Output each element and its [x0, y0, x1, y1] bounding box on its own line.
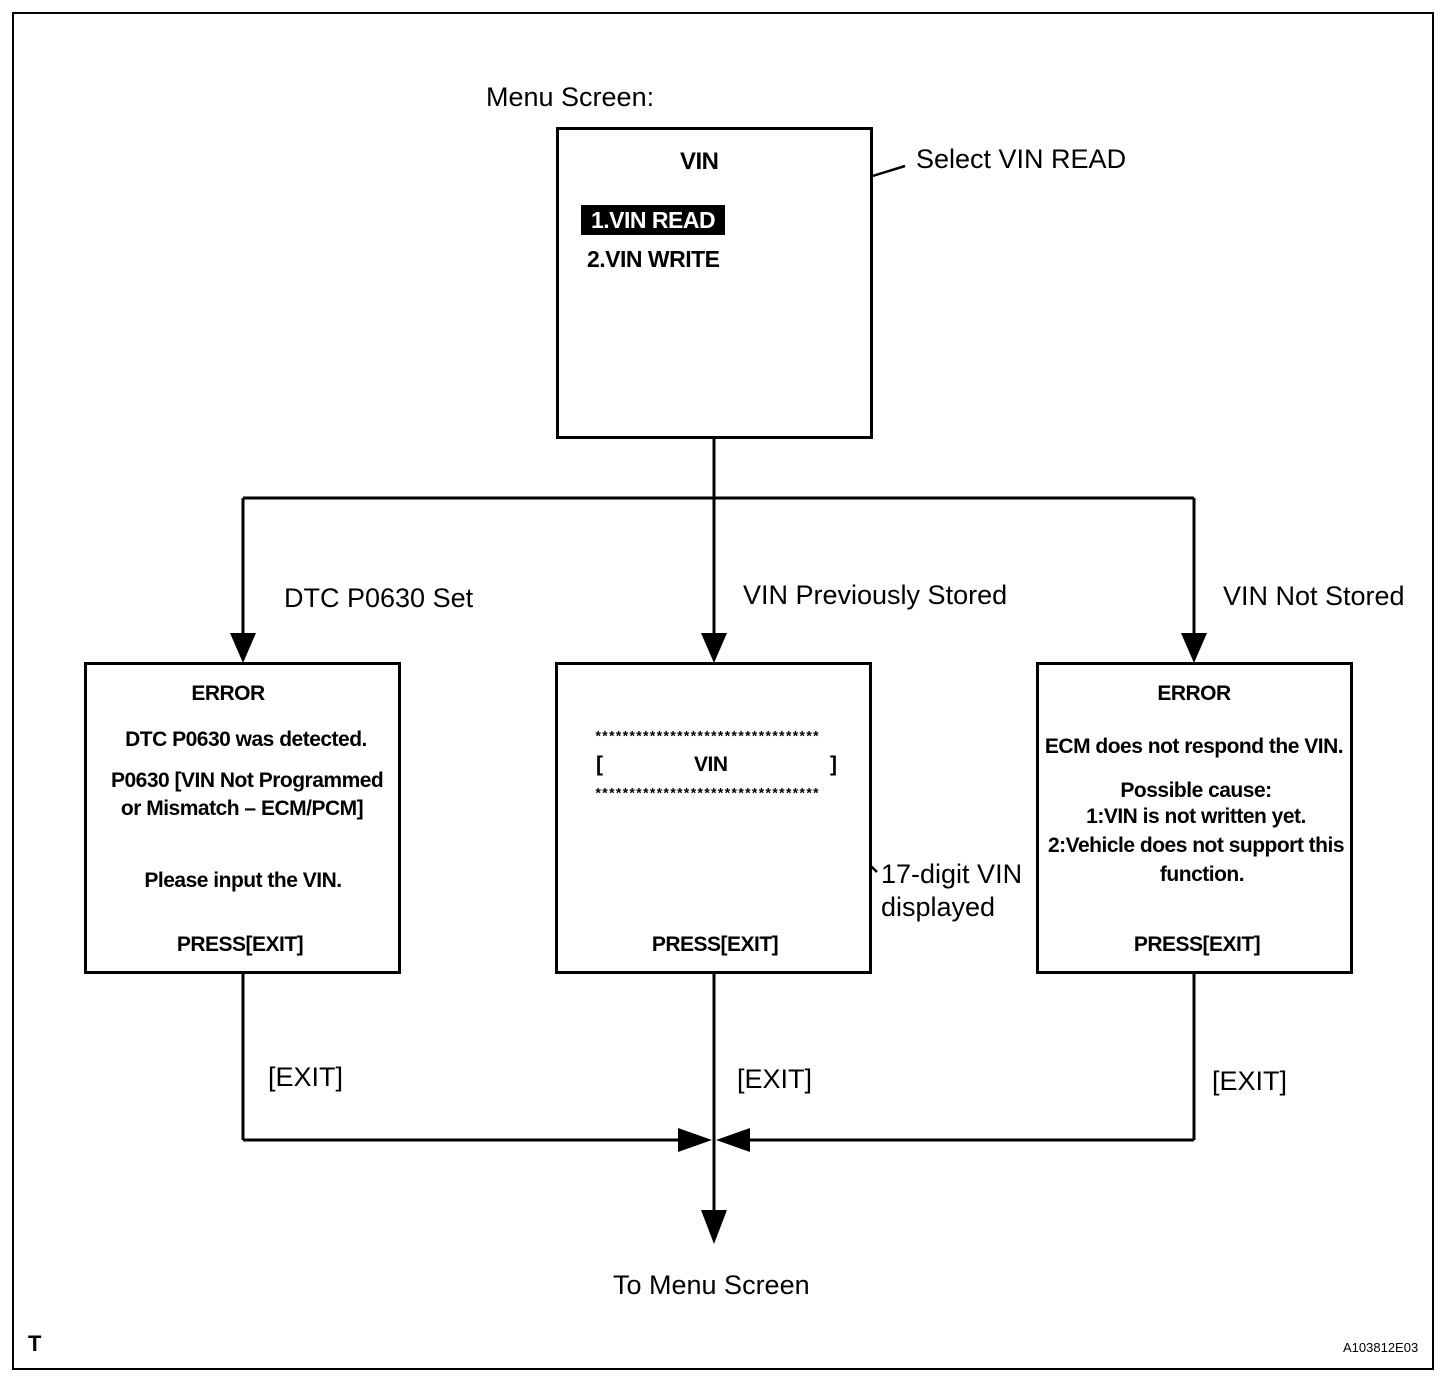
vin-callout-line1: 17-digit VIN	[881, 859, 1023, 889]
menu-item-vin-read: 1.VIN READ	[581, 205, 726, 235]
vin-callout-line2: displayed	[881, 892, 996, 922]
dtc-error-title: ERROR	[191, 682, 265, 705]
left-arrowhead	[230, 633, 256, 663]
right-merge-arrowhead	[716, 1128, 750, 1152]
not-stored-error-press-exit: PRESS[EXIT]	[1133, 933, 1261, 956]
vin-display-press-exit: PRESS[EXIT]	[651, 933, 779, 956]
branch-label-previously-stored: VIN Previously Stored	[743, 580, 1008, 610]
figure-id: A103812E03	[1343, 1340, 1419, 1355]
menu-item-vin-write: 2.VIN WRITE	[587, 246, 720, 272]
not-stored-error-line3: 1:VIN is not written yet.	[1086, 805, 1306, 828]
corner-mark: T	[28, 1331, 42, 1356]
vin-display-box	[555, 662, 872, 974]
exit-label-left: [EXIT]	[268, 1062, 344, 1092]
branch-label-dtc: DTC P0630 Set	[284, 583, 474, 613]
menu-screen-label: Menu Screen:	[486, 82, 655, 112]
not-stored-error-line2: Possible cause:	[1120, 779, 1272, 802]
dtc-error-line2: P0630 [VIN Not Programmed	[111, 769, 384, 792]
to-menu-arrowhead	[701, 1210, 727, 1244]
menu-title: VIN	[680, 148, 719, 175]
branch-label-not-stored: VIN Not Stored	[1223, 581, 1405, 611]
dtc-error-line3: or Mismatch – ECM/PCM]	[120, 797, 364, 820]
exit-label-right: [EXIT]	[1212, 1066, 1288, 1096]
to-menu-screen-label: To Menu Screen	[613, 1270, 810, 1300]
vin-stars-bottom: *********************************	[594, 787, 820, 803]
not-stored-error-box	[1036, 662, 1353, 974]
vin-bracket-close: ]	[830, 753, 837, 776]
exit-label-middle: [EXIT]	[737, 1064, 813, 1094]
dtc-error-line4: Please input the VIN.	[144, 869, 342, 892]
not-stored-error-line1: ECM does not respond the VIN.	[1044, 735, 1344, 758]
right-arrowhead	[1181, 633, 1207, 663]
menu-item-vin-read-wrapper: 1.VIN READ	[581, 205, 726, 236]
not-stored-error-line4: 2:Vehicle does not support this	[1047, 834, 1345, 857]
figure-frame	[12, 12, 1434, 1370]
vin-bracket-open: [	[596, 753, 603, 776]
select-vin-read-callout: Select VIN READ	[916, 144, 1127, 174]
dtc-error-box	[84, 662, 401, 974]
vin-placeholder: VIN	[694, 753, 728, 776]
not-stored-error-line5: function.	[1159, 863, 1245, 886]
menu-screen-box	[556, 127, 873, 439]
dtc-error-press-exit: PRESS[EXIT]	[176, 933, 304, 956]
left-merge-arrowhead	[678, 1128, 712, 1152]
vin-stars-top: *********************************	[594, 730, 820, 746]
middle-arrowhead	[701, 633, 727, 663]
dtc-error-line1: DTC P0630 was detected.	[125, 728, 367, 751]
not-stored-error-title: ERROR	[1157, 682, 1231, 705]
